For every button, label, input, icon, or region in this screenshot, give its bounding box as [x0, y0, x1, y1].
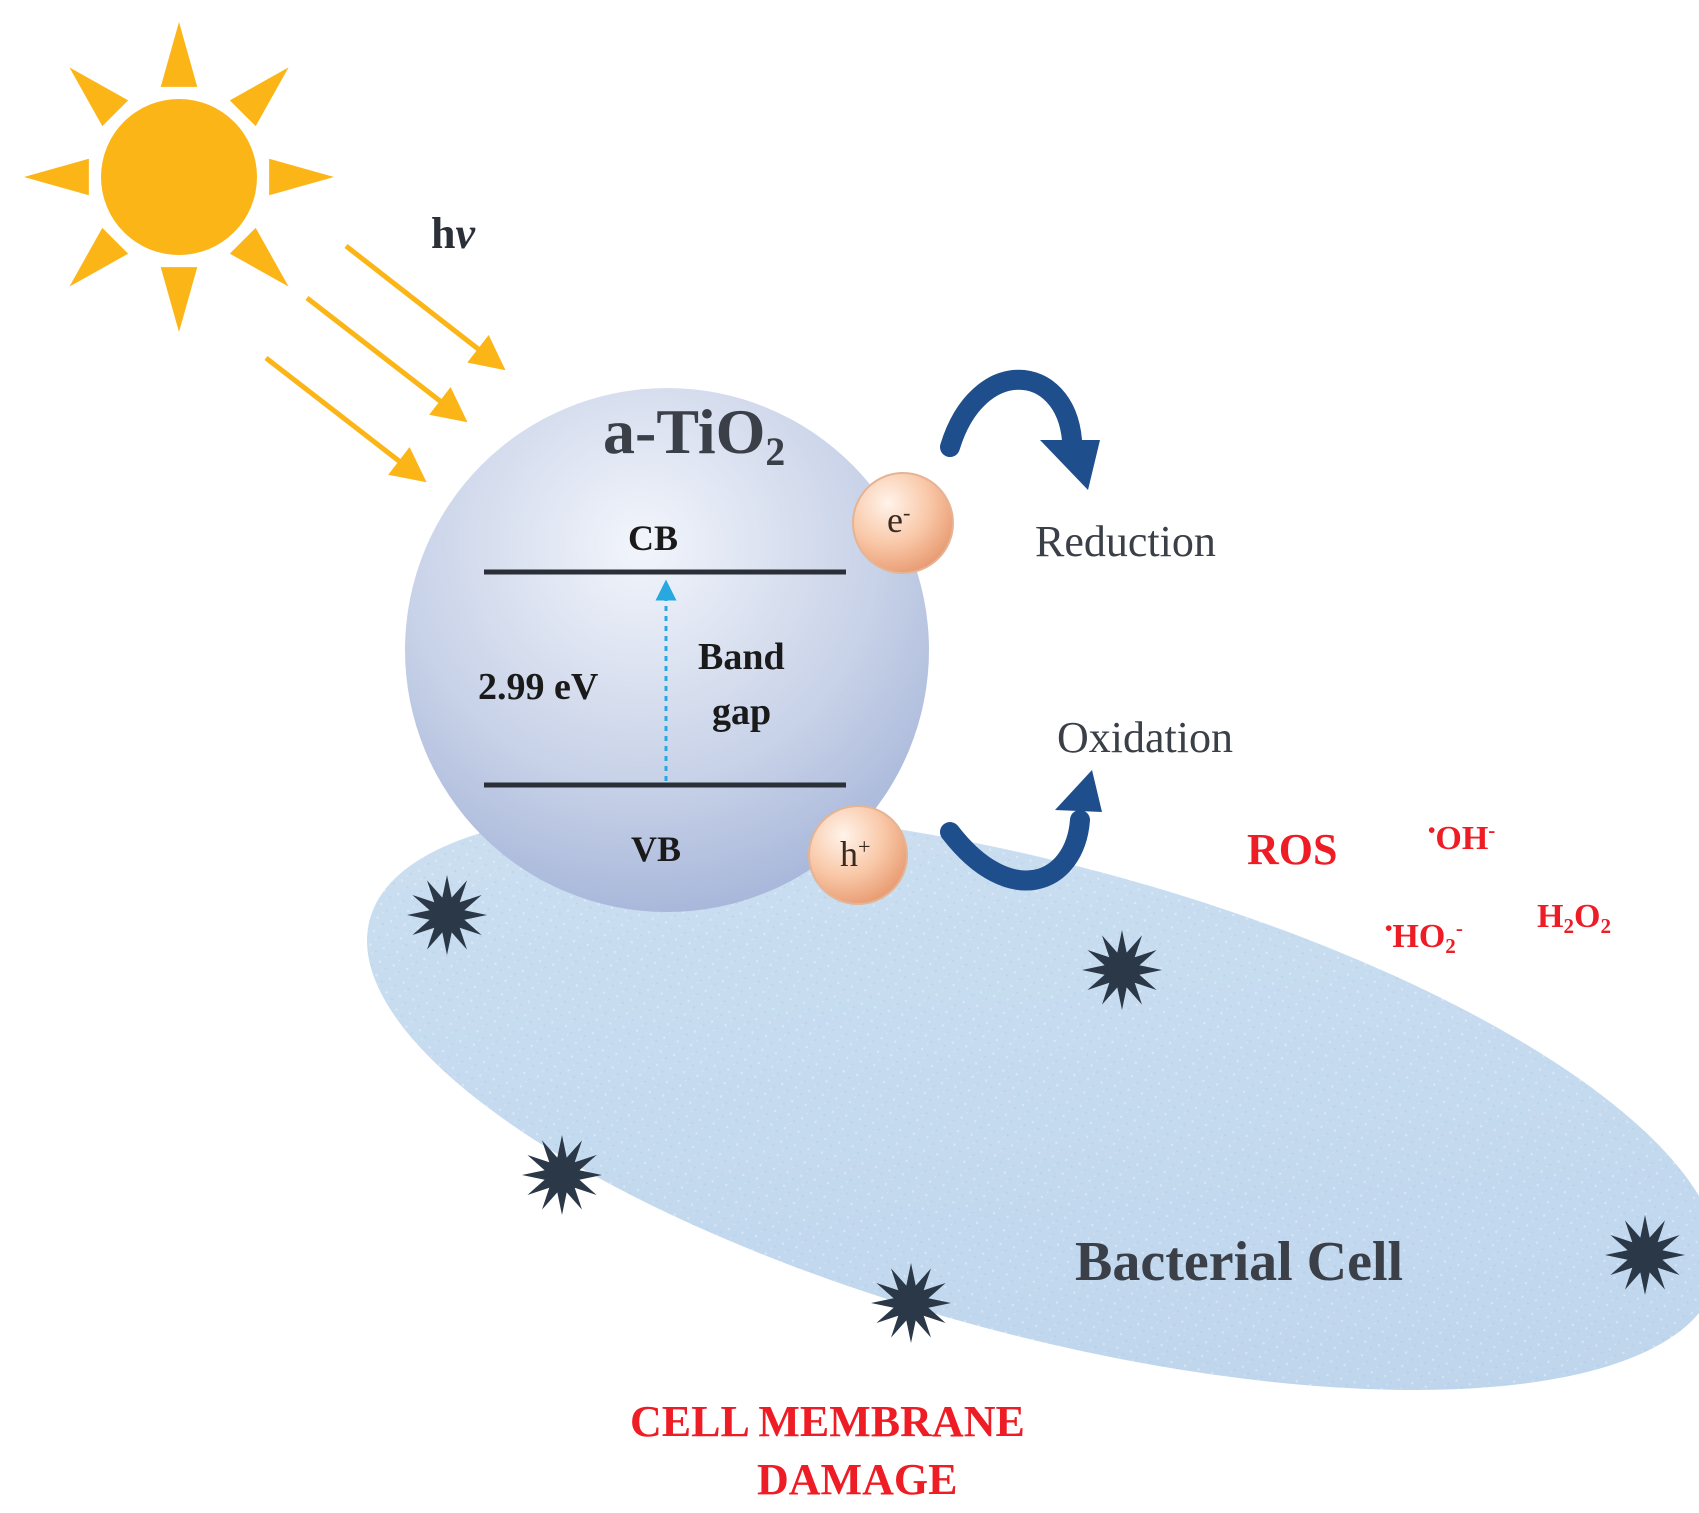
- hole-bubble: [808, 805, 908, 905]
- sun-ray: [229, 227, 289, 287]
- damage-star-icon: [407, 875, 487, 955]
- electron-label: e-: [887, 499, 911, 540]
- reduction-arrow: [940, 369, 1100, 490]
- ros-label: ROS: [1247, 825, 1338, 874]
- sun-ray: [269, 158, 334, 196]
- light-ray-2: [305, 296, 468, 423]
- damage-star-icon: [522, 1135, 602, 1215]
- band-gap-label-line2: gap: [712, 691, 772, 733]
- sun-ray: [69, 67, 129, 127]
- bacterial-cell: [367, 810, 1699, 1390]
- particle-title-text: a-TiO: [603, 396, 766, 467]
- light-ray-3: [264, 356, 427, 483]
- conduction-band-label: CB: [628, 518, 679, 558]
- electron-charge: -: [902, 499, 911, 525]
- photon-h: h: [431, 209, 456, 258]
- sun-icon: [24, 22, 334, 332]
- bacterial-cell-label: Bacterial Cell: [1075, 1231, 1404, 1293]
- hydroxyl-base: OH: [1435, 820, 1489, 857]
- reduction-label: Reduction: [1035, 517, 1216, 566]
- hydroxyl-dot: •: [1428, 818, 1436, 843]
- photon-energy-label: hν: [431, 212, 475, 256]
- sun-ray: [24, 158, 89, 196]
- superoxide-base: HO: [1392, 918, 1446, 955]
- light-rays: [264, 244, 506, 483]
- oxidation-arrow: [940, 770, 1102, 891]
- superoxide-dot: •: [1385, 916, 1393, 941]
- peroxide-o: O: [1574, 898, 1601, 935]
- damage-label-line1: CELL MEMBRANE: [630, 1397, 1025, 1446]
- oxidation-label: Oxidation: [1057, 713, 1233, 762]
- electron-bubble: [852, 472, 954, 574]
- peroxide-subscript-2: 2: [1600, 914, 1611, 939]
- hole-charge: +: [858, 833, 871, 859]
- light-ray-1: [344, 244, 506, 371]
- sun-ray: [69, 227, 129, 287]
- peroxide-subscript-1: 2: [1563, 914, 1574, 939]
- particle-title: a-TiO2: [603, 400, 785, 472]
- damage-star-icon: [1082, 930, 1162, 1010]
- peroxide-h: H: [1537, 898, 1564, 935]
- electron-symbol: e: [887, 500, 903, 540]
- band-gap-label-line1: Band: [698, 636, 785, 678]
- valence-band-label: VB: [631, 829, 682, 869]
- hydrogen-peroxide-label: H2O2: [1537, 898, 1611, 937]
- sun-ray: [160, 267, 198, 332]
- hole-label: h+: [840, 833, 871, 874]
- particle-title-subscript: 2: [765, 429, 786, 474]
- band-gap-value: 2.99 eV: [478, 666, 599, 708]
- damage-marks: [407, 875, 1685, 1343]
- hydroxyl-charge: -: [1488, 818, 1496, 843]
- hydroxyl-radical-label: •OH-: [1428, 820, 1495, 857]
- superoxide-charge: -: [1455, 916, 1463, 941]
- superoxide-subscript: 2: [1445, 934, 1456, 959]
- damage-star-icon: [1605, 1215, 1685, 1295]
- superoxide-radical-label: •HO2-: [1385, 918, 1463, 957]
- hole-symbol: h: [840, 834, 858, 874]
- damage-label-line2: DAMAGE: [757, 1455, 958, 1504]
- sun-ray: [160, 22, 198, 87]
- photon-nu: ν: [455, 209, 476, 258]
- damage-star-icon: [871, 1263, 951, 1343]
- sun-ray: [229, 67, 289, 127]
